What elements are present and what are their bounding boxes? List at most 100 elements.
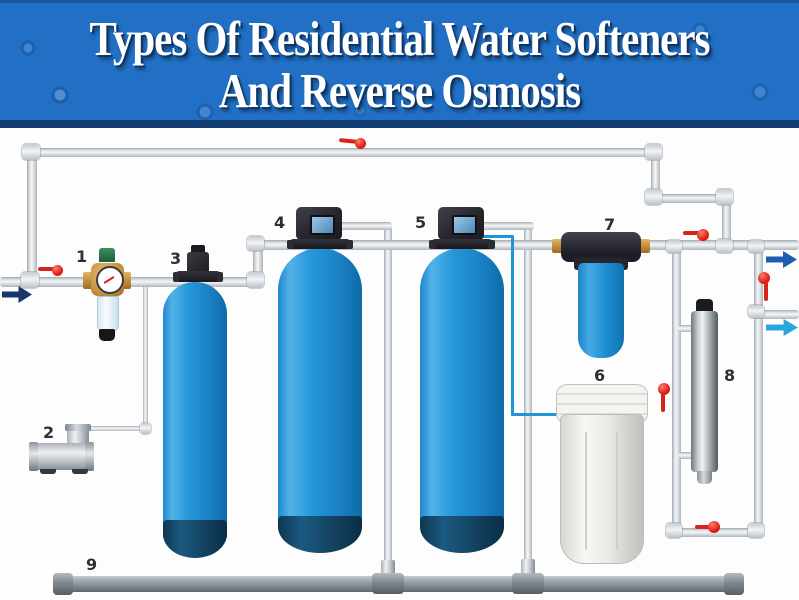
joint-step1 xyxy=(645,144,662,160)
valve-ball-inlet xyxy=(52,265,63,276)
brine-tank-panel-line1 xyxy=(585,432,587,550)
page-title-line2: And Reverse Osmosis xyxy=(218,63,581,118)
joint-uvright-tee xyxy=(748,240,764,253)
pipe-bypass2-thin-horizontal xyxy=(86,426,148,431)
filter-housing-nipple-right xyxy=(640,239,650,253)
small-softener-tank-base xyxy=(163,520,227,558)
regulator-green-cap xyxy=(99,248,115,262)
label-tank-a: 4 xyxy=(274,213,286,232)
valve-ball-top-bypass xyxy=(355,138,366,149)
label-uv-sterilizer: 8 xyxy=(724,366,736,385)
regulator-filter-cup xyxy=(97,296,119,332)
valve-handle-inlet xyxy=(38,267,55,271)
joint-bypass-main xyxy=(716,239,733,253)
pipe-bypass2-thin-vertical xyxy=(143,284,148,430)
ro-water-outlet-arrow xyxy=(766,319,798,336)
regulator-bottom-cap xyxy=(99,329,115,341)
label-drain-pipe: 9 xyxy=(86,555,98,574)
uv-sterilizer-bottom-stub xyxy=(697,471,712,484)
filter-housing-cap xyxy=(561,232,641,262)
pipe-valve5-drain-vertical xyxy=(524,222,532,578)
drain-pipe-cap-left xyxy=(53,573,73,595)
joint-ro-tee xyxy=(748,305,764,318)
valve-handle-right-riser xyxy=(764,282,768,301)
header-banner: Types Of Residential Water Softeners And… xyxy=(0,0,799,128)
drain-tee-stub-a xyxy=(381,560,395,577)
joint-midriser-top xyxy=(247,236,264,251)
tank3-tee-flange-left xyxy=(173,272,179,282)
joint-topleft-elbow xyxy=(22,144,40,160)
label-pressure-regulator: 1 xyxy=(76,247,88,266)
tank3-tee-bar xyxy=(176,271,220,282)
drain-tee-collar-a xyxy=(372,573,404,594)
valve-ball-uv-loop xyxy=(658,383,670,395)
inlet-flow-arrow xyxy=(2,286,32,303)
page-title-line1: Types Of Residential Water Softeners xyxy=(89,11,711,66)
pipe-step-vertical1 xyxy=(651,148,660,203)
uv-sterilizer-cylinder xyxy=(691,311,718,472)
pipe-valve4-drain-vertical xyxy=(384,222,392,578)
pipe-uv-right-vertical xyxy=(754,245,763,537)
bypass-tee-stub xyxy=(67,426,89,448)
bypass-tee-body xyxy=(31,443,93,470)
label-tank-b: 5 xyxy=(415,213,427,232)
brine-tube-horizontal-top xyxy=(480,235,514,238)
pressure-gauge xyxy=(96,266,124,294)
regulator-union-left xyxy=(83,272,94,289)
drain-pipe-cap-right xyxy=(724,573,744,595)
soft-water-outlet-arrow xyxy=(766,251,797,268)
brine-tank-body xyxy=(560,414,644,564)
pipe-left-riser xyxy=(27,148,37,287)
pipe-main-line xyxy=(253,240,799,250)
brine-tank-panel-line2 xyxy=(616,432,618,550)
tank3-valve-knob xyxy=(191,245,205,254)
pipe-uv-bottom xyxy=(672,528,764,537)
label-bypass-tee: 2 xyxy=(43,423,55,442)
softener-tank-b-body xyxy=(420,248,504,528)
bypass-tee-ring-right xyxy=(85,442,94,471)
tank5-tee-flange-right xyxy=(488,240,495,249)
joint-u-right xyxy=(748,523,764,538)
softener-tank-a-base xyxy=(278,516,362,553)
valve-handle-outlet-main xyxy=(683,231,700,235)
pipe-mid-riser xyxy=(253,240,263,287)
drain-tee-collar-b xyxy=(512,573,544,594)
header-top-strip xyxy=(0,0,799,3)
softener-tank-a-valve-screen xyxy=(310,215,335,235)
softener-tank-b-tee-bar xyxy=(432,239,492,249)
drain-tee-stub-b xyxy=(521,559,535,577)
brine-tube-vertical xyxy=(511,235,514,416)
uv-sterilizer-cap xyxy=(696,299,713,313)
pipe-uv-stub-bottom xyxy=(678,452,696,459)
water-droplets-texture xyxy=(0,0,799,128)
label-filter-housing: 7 xyxy=(604,215,616,234)
valve-handle-uv-loop xyxy=(661,393,665,412)
pipe-valve4-drain-horizontal xyxy=(338,222,392,230)
joint-midriser-bottom xyxy=(247,272,264,288)
pipe-ro-outlet xyxy=(754,310,799,319)
tank4-tee-flange-right xyxy=(346,240,353,249)
pipe-step-vertical2 xyxy=(722,194,731,248)
joint-left-tee xyxy=(21,272,39,288)
filter-housing-nipple-left xyxy=(552,239,562,253)
pipe-top-bypass xyxy=(30,148,660,157)
joint-uvleft-tee xyxy=(666,240,682,253)
softener-tank-a-body xyxy=(278,248,362,528)
regulator-union-right xyxy=(120,272,131,289)
bypass-tee-ring-left xyxy=(29,442,38,471)
tank4-tee-flange-left xyxy=(287,240,294,249)
valve-handle-u-bottom xyxy=(695,525,711,529)
small-softener-tank-body xyxy=(163,282,227,540)
pipe-step-horizontal xyxy=(651,194,731,203)
valve-ball-right-riser xyxy=(758,272,770,284)
joint-step2 xyxy=(645,189,662,205)
header-bottom-strip xyxy=(0,120,799,128)
joint-thin-elbow xyxy=(140,423,151,434)
pipe-valve5-drain-horizontal xyxy=(480,222,534,230)
softener-tank-b-base xyxy=(420,516,504,553)
label-brine-tank: 6 xyxy=(594,366,606,385)
bypass-tee-foot-right xyxy=(72,469,88,474)
tank3-valve-body xyxy=(187,252,209,273)
bypass-tee-stub-ring xyxy=(65,424,91,431)
